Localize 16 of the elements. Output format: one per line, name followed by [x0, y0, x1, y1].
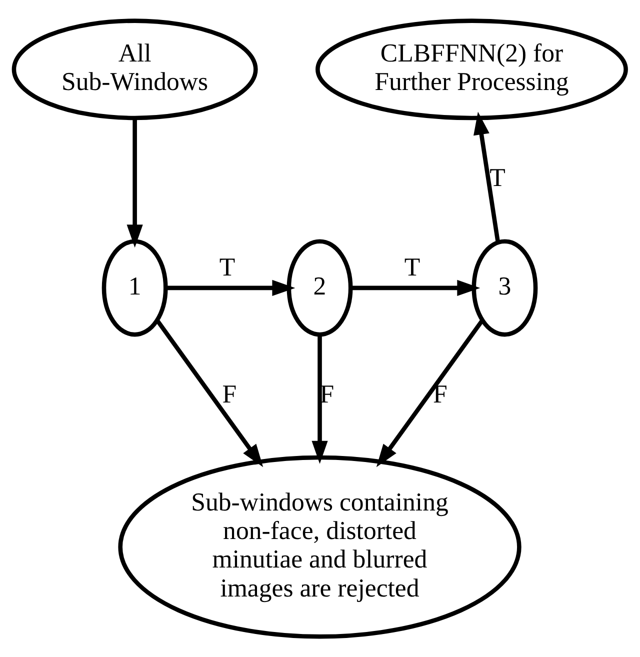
node-ellipse: CLBFFNN(2) for Further Processing [316, 18, 628, 120]
node-ellipse: All Sub-Windows [12, 18, 258, 120]
arrow [155, 319, 264, 468]
edge-label: T [404, 252, 420, 282]
edge-label: T [219, 252, 236, 282]
arrow [376, 319, 484, 468]
node-ellipse: 3 [472, 239, 538, 337]
arrow [474, 112, 500, 243]
arrow [166, 280, 296, 296]
node-ellipse: Sub-windows containing non-face, distorted minutiae and blurred images are rejected [118, 455, 522, 639]
arrow [350, 280, 480, 296]
arrow [126, 118, 143, 248]
node-ellipse: 1 [102, 239, 168, 337]
edge-label: T [490, 163, 506, 192]
node-ellipse: 2 [286, 239, 353, 337]
edge-label: F [222, 380, 237, 408]
